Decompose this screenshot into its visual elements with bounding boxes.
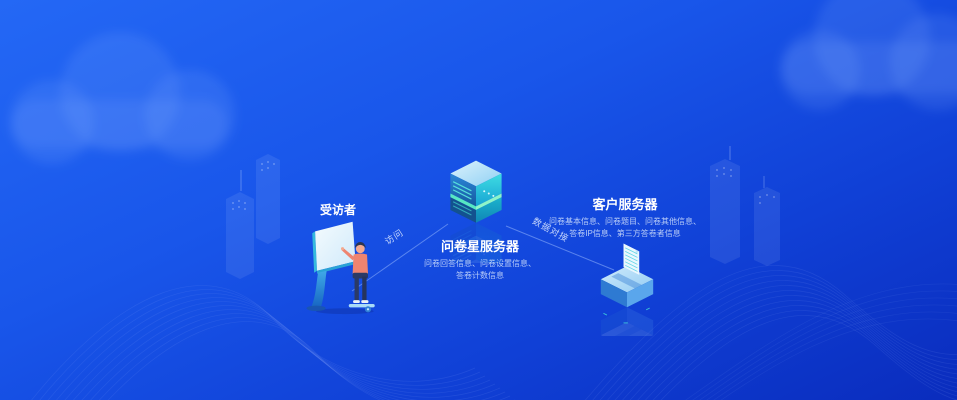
buildings-right — [710, 146, 780, 266]
server-stack-illustration — [449, 160, 503, 263]
wjx-server-node: 问卷星服务器 问卷回答信息、问卷设置信息、 答卷计数信息 — [395, 236, 565, 281]
connection-line-visitor-server — [351, 223, 449, 292]
document-icon — [623, 243, 640, 275]
connection-line-server-client — [505, 225, 615, 271]
cloud-right-icon — [780, 0, 957, 110]
client-server-desc-line1: 问卷基本信息、问卷题目、问卷其他信息、 — [549, 217, 701, 226]
wjx-server-desc-line2: 答卷计数信息 — [456, 270, 504, 280]
client-server-label: 客户服务器 — [592, 197, 658, 212]
wjx-server-desc-line1: 问卷回答信息、问卷设置信息、 — [424, 259, 536, 268]
visitor-label: 受访者 — [319, 203, 356, 217]
reflection-tick-marks — [603, 307, 650, 324]
wave-lines-left — [29, 285, 521, 400]
ground-shadow — [316, 308, 374, 315]
client-server-node: 客户服务器 问卷基本信息、问卷题目、问卷其他信息、 答卷IP信息、第三方答卷者信… — [545, 194, 705, 239]
wjx-server-label: 问卷星服务器 — [440, 239, 519, 254]
cloud-left-icon — [10, 32, 235, 164]
box-reflection — [600, 306, 654, 336]
buildings-left — [226, 154, 280, 279]
kiosk-person-illustration — [306, 221, 375, 315]
document-box-illustration — [600, 243, 654, 336]
client-server-desc-line2: 答卷IP信息、第三方答卷者信息 — [569, 228, 681, 238]
kiosk-screen-icon — [306, 221, 356, 311]
person-icon — [340, 241, 375, 313]
